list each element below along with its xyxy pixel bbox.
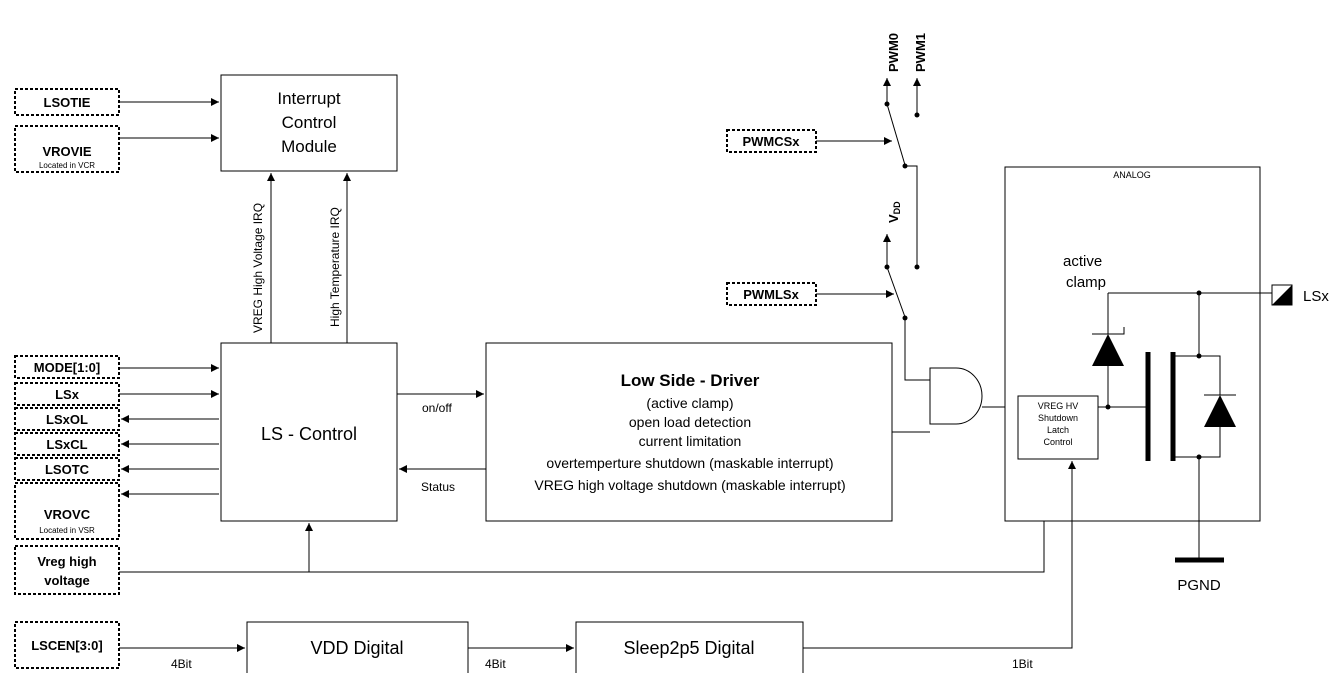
clamp-label: clamp [1066, 274, 1106, 291]
register-vreg-label-1: Vreg high [37, 554, 96, 569]
pgnd-label: PGND [1177, 577, 1221, 594]
register-pwmlsx-label: PWMLSx [743, 287, 799, 302]
zener-bar [1092, 327, 1125, 335]
driver-line-4: overtemperture shutdown (maskable interr… [546, 455, 833, 471]
interrupt-control-module: Interrupt Control Module [220, 74, 398, 172]
register-lsotie-label: LSOTIE [44, 95, 91, 110]
bits-label-4a: 4Bit [171, 657, 192, 671]
register-vreg-high-voltage: Vreg high voltage [14, 545, 120, 595]
latch-label-4: Control [1043, 437, 1072, 447]
wire-source [1173, 427, 1221, 458]
register-lsotie: LSOTIE [14, 88, 120, 116]
register-lscen: LSCEN[3:0] [14, 621, 120, 669]
low-side-driver-block: Low Side - Driver (active clamp) open lo… [485, 342, 893, 522]
interrupt-label-3: Module [281, 137, 337, 156]
register-pwmcsx-label: PWMCSx [742, 134, 800, 149]
body-diode-icon [1204, 395, 1236, 427]
register-vrovc-label: VROVC [44, 507, 91, 522]
register-mode: MODE[1:0] [14, 355, 120, 379]
vdd-label: VDD [886, 201, 902, 223]
latch-label-3: Latch [1047, 425, 1069, 435]
driver-line-2: open load detection [629, 414, 751, 430]
register-lsx: LSx [14, 382, 120, 406]
register-vrovc-note: Located in VSR [39, 526, 95, 535]
bits-label-4b: 4Bit [485, 657, 506, 671]
driver-line-3: current limitation [639, 433, 742, 449]
register-vrovc: VROVC Located in VSR [14, 482, 120, 540]
interrupt-label-1: Interrupt [277, 89, 341, 108]
status-label: Status [421, 480, 455, 494]
driver-line-5: VREG high voltage shutdown (maskable int… [534, 477, 845, 493]
register-lsotc-label: LSOTC [45, 462, 90, 477]
wire-sleep-to-latch [803, 461, 1076, 649]
driver-title: Low Side - Driver [621, 371, 760, 390]
register-lsxcl-label: LSxCL [46, 437, 87, 452]
vdd-digital-label: VDD Digital [310, 638, 403, 658]
ls-control-block: LS - Control [220, 342, 398, 522]
on-off-label: on/off [422, 401, 452, 415]
interrupt-label-2: Control [282, 113, 337, 132]
sleep-digital-block: Sleep2p5 Digital [575, 621, 804, 678]
switch-pwm [886, 103, 906, 166]
register-pwmcsx: PWMCSx [726, 129, 817, 153]
latch-control-block: VREG HV Shutdown Latch Control [1017, 395, 1099, 460]
vreg-irq-label: VREG High Voltage IRQ [251, 203, 265, 333]
register-lsotc: LSOTC [14, 457, 120, 481]
wire-switch-to-and [904, 318, 930, 381]
wire-pwm-to-vdd-switch [905, 165, 918, 266]
zener-icon [1092, 334, 1124, 366]
and-gate [929, 367, 983, 425]
pwm0-label: PWM0 [886, 33, 901, 72]
wire-drain [1173, 355, 1221, 383]
register-mode-label: MODE[1:0] [34, 360, 100, 375]
register-vrovie-note: Located in VCR [39, 161, 95, 170]
register-vreg-label-2: voltage [44, 573, 90, 588]
analog-label: ANALOG [1113, 170, 1151, 180]
sleep-digital-label: Sleep2p5 Digital [623, 638, 754, 658]
register-lsxcl: LSxCL [14, 432, 120, 456]
register-lsxol: LSxOL [14, 407, 120, 431]
switch-ls [886, 266, 906, 318]
lsx-pin-label: LSx [1303, 288, 1329, 305]
register-pwmlsx: PWMLSx [726, 282, 817, 306]
register-lscen-label: LSCEN[3:0] [31, 638, 103, 653]
driver-line-1: (active clamp) [646, 395, 733, 411]
register-vrovie-label: VROVIE [42, 144, 91, 159]
register-vrovie: VROVIE Located in VCR [14, 125, 120, 173]
register-lsx-label: LSx [55, 387, 80, 402]
bits-label-1: 1Bit [1012, 657, 1033, 671]
register-lsxol-label: LSxOL [46, 412, 88, 427]
analog-block: ANALOG [1004, 166, 1261, 522]
vdd-digital-block: VDD Digital [246, 621, 469, 678]
ls-control-label: LS - Control [261, 424, 357, 444]
pwm1-label: PWM1 [913, 33, 928, 72]
lsx-pin [1271, 284, 1293, 306]
latch-label-2: Shutdown [1038, 413, 1078, 423]
active-label: active [1063, 253, 1102, 270]
temp-irq-label: High Temperature IRQ [328, 207, 342, 327]
latch-label-1: VREG HV [1038, 401, 1079, 411]
